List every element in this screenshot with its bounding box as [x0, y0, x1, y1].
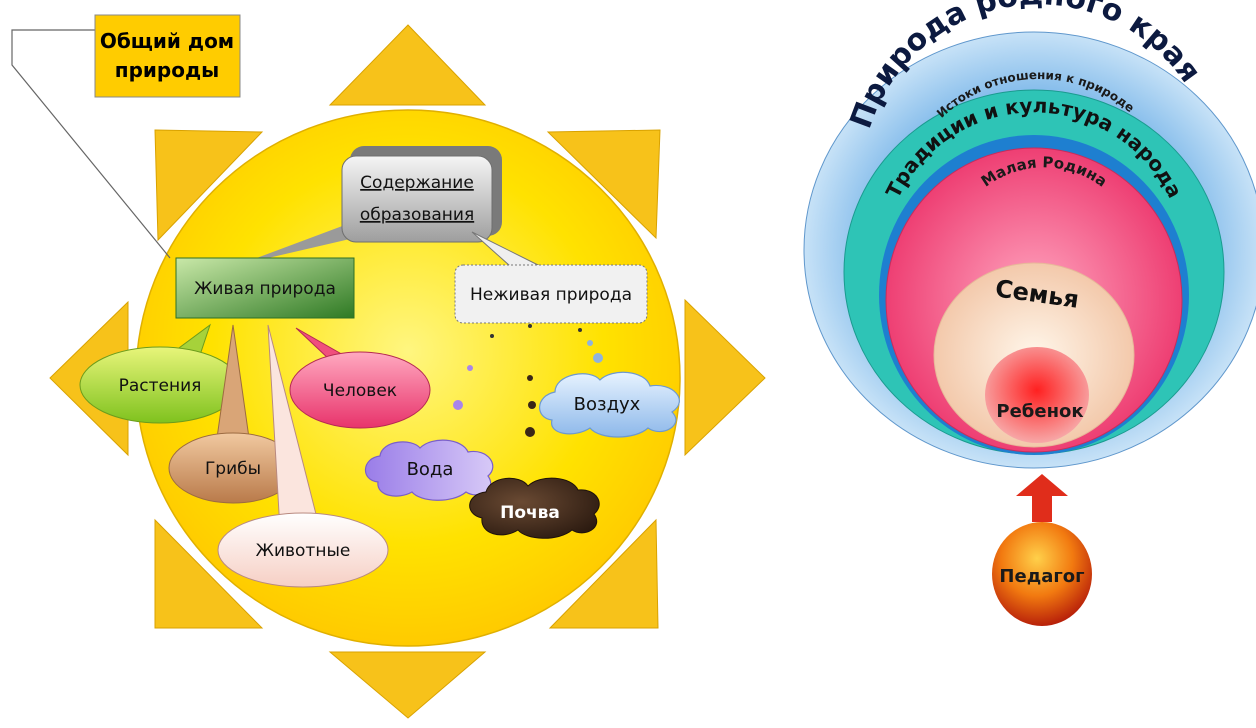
animals-label: Животные [256, 541, 351, 561]
nonliving-nature-label: Неживая природа [470, 285, 632, 305]
animals-bubble [217, 512, 389, 588]
content-box-line2: образования [360, 205, 474, 225]
living-nature-box [175, 257, 355, 319]
human-bubble [289, 351, 431, 429]
title-line1: Общий дом [100, 29, 234, 53]
plants-label: Растения [119, 376, 202, 396]
water-cloud: Вода [364, 439, 494, 501]
air-cloud: Воздух [539, 371, 680, 438]
nonliving-nature-box [454, 264, 648, 324]
title-box [94, 14, 241, 98]
living-nature-label: Живая природа [194, 279, 336, 299]
soil-cloud: Почва [469, 477, 600, 539]
sun-ray-top [328, 24, 487, 106]
sun-ray-bottom-left [154, 518, 264, 629]
soil-label: Почва [500, 503, 560, 523]
sun-ray-top-right [546, 129, 661, 240]
sun-diagram: Общий дом природы Содержание образования… [11, 14, 766, 719]
teacher-label: Педагог [999, 566, 1084, 587]
water-label: Вода [407, 459, 454, 480]
content-box [341, 155, 493, 243]
sun-ray-bottom-right [548, 518, 659, 629]
concentric-diagram: Природа родного края Истоки отношения к … [803, 0, 1256, 626]
air-label: Воздух [574, 394, 641, 415]
fungi-label: Грибы [205, 459, 261, 479]
thought-dots [453, 324, 603, 437]
sun-ray-top-left [154, 129, 264, 242]
human-label: Человек [323, 381, 397, 401]
sun-ray-right [684, 298, 766, 457]
teacher-arrow [1016, 474, 1068, 522]
teacher-circle [992, 522, 1092, 626]
inner-label: Ребенок [996, 401, 1083, 422]
circle-child [985, 347, 1089, 443]
content-box-line1: Содержание [360, 173, 474, 193]
title-callout-line [11, 29, 171, 259]
title-line2: природы [115, 58, 219, 82]
sun-ray-bottom [328, 651, 487, 719]
